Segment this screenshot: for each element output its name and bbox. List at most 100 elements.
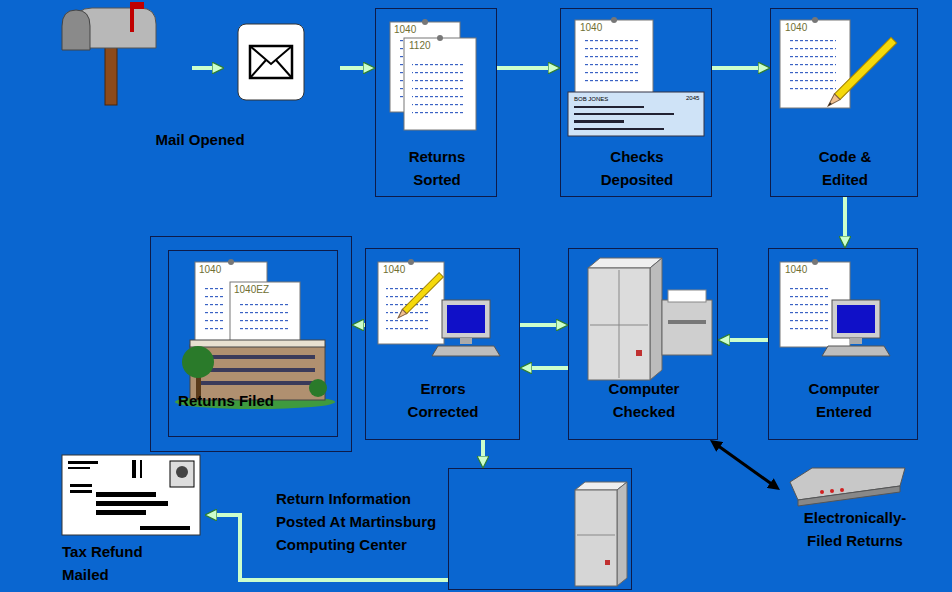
flow-arrow xyxy=(520,323,562,327)
node-label: Return Information Posted At Martinsburg… xyxy=(276,487,441,556)
form-number: 1040 xyxy=(383,264,405,276)
forms-and-building xyxy=(200,368,315,372)
form-and-terminal xyxy=(812,259,818,265)
node-label: Electronically-Filed Returns xyxy=(792,506,918,552)
mainframe-and-printer xyxy=(662,300,712,355)
flow-arrow xyxy=(712,66,764,70)
refund-envelope xyxy=(62,455,200,535)
form-and-check xyxy=(574,128,664,130)
form-and-terminal xyxy=(850,338,862,344)
form-and-pencil xyxy=(788,40,836,95)
form-pencil-terminal xyxy=(432,346,500,356)
server-cabinet xyxy=(575,482,627,586)
form-pencil-terminal xyxy=(460,338,472,344)
server-cabinet xyxy=(575,490,617,586)
form-pencil-terminal xyxy=(442,300,490,338)
node-label: Computer Checked xyxy=(599,377,689,423)
form-and-pencil xyxy=(825,37,896,108)
modem-icon xyxy=(790,468,905,506)
process-box: Returns Sorted xyxy=(375,8,497,197)
computing-center-box: Return Information Posted At Martinsburg… xyxy=(448,468,632,590)
forms-and-building xyxy=(200,381,315,385)
mailbox-icon xyxy=(105,45,117,105)
node-label: Errors Corrected xyxy=(398,377,488,423)
envelope-icon xyxy=(250,46,292,78)
refund-envelope xyxy=(96,492,156,497)
form-and-terminal xyxy=(780,259,890,356)
mailbox-icon xyxy=(62,10,90,50)
mail-step: Mail Opened xyxy=(40,0,340,160)
mainframe-and-printer xyxy=(668,320,706,324)
modem-icon xyxy=(798,486,900,506)
form-pencil-terminal xyxy=(408,259,414,265)
process-box: Errors Corrected xyxy=(365,248,520,440)
forms-and-building xyxy=(175,259,335,409)
envelope-icon xyxy=(238,24,304,100)
node-label: Computer Entered xyxy=(799,377,889,423)
mailbox-icon xyxy=(130,2,144,9)
node-label: Checks Deposited xyxy=(592,145,682,191)
form-pencil-terminal xyxy=(396,273,443,320)
refund-envelope xyxy=(96,501,168,506)
server-cabinet xyxy=(605,560,610,565)
form-pencil-terminal xyxy=(396,309,407,320)
flow-arrow xyxy=(358,323,365,327)
refund-envelope xyxy=(62,455,200,535)
mailbox-icon xyxy=(62,2,156,105)
node-label: Tax Refund Mailed xyxy=(62,540,172,586)
check-text: 2045 xyxy=(686,95,699,102)
flow-arrow xyxy=(211,515,448,580)
form-and-pencil xyxy=(780,17,897,109)
form-and-check xyxy=(574,106,644,108)
mainframe-and-printer xyxy=(619,270,620,378)
inner-frame xyxy=(168,250,338,437)
node-label: Code & Edited xyxy=(800,145,890,191)
mainframe-and-printer xyxy=(588,258,712,380)
process-box: Code & Edited xyxy=(770,8,918,197)
form-pencil-terminal xyxy=(378,262,444,344)
tax-forms xyxy=(390,19,476,130)
refund-envelope xyxy=(176,466,188,478)
form-and-check xyxy=(574,120,624,123)
flow-arrow xyxy=(481,440,485,462)
form-number: 1040 xyxy=(199,264,221,276)
form-number: 1120 xyxy=(409,40,431,52)
refund-envelope xyxy=(70,484,92,487)
flow-arrow xyxy=(192,66,218,70)
form-number: 1040 xyxy=(394,24,416,36)
form-and-check xyxy=(611,17,617,23)
refund-envelope xyxy=(140,460,142,478)
forms-and-building xyxy=(203,282,225,332)
form-and-terminal xyxy=(832,300,880,338)
form-number: 1040 xyxy=(580,22,602,34)
envelope-icon xyxy=(238,24,304,100)
form-and-pencil xyxy=(825,94,840,109)
mainframe-and-printer xyxy=(590,325,648,326)
flow-arrow xyxy=(497,66,554,70)
form-and-check xyxy=(568,17,704,136)
modem-icon xyxy=(830,489,834,493)
forms-and-building xyxy=(228,259,234,265)
tax-forms xyxy=(422,19,428,25)
form-and-terminal xyxy=(822,346,890,356)
form-and-check xyxy=(568,92,704,136)
flow-arrow xyxy=(843,197,847,242)
tax-forms xyxy=(404,38,476,130)
e-file-step: Electronically-Filed Returns xyxy=(780,462,930,557)
mainframe-and-printer xyxy=(668,290,706,302)
form-number: 1040EZ xyxy=(234,284,269,296)
flow-arrow xyxy=(340,66,369,70)
refund-envelope xyxy=(132,460,136,478)
form-pencil-terminal xyxy=(447,305,485,333)
server-cabinet xyxy=(577,535,615,536)
flow-arrow xyxy=(724,338,768,342)
modem-icon xyxy=(820,490,824,494)
form-and-pencil xyxy=(834,37,896,99)
refund-envelope xyxy=(70,490,92,493)
mainframe-and-printer xyxy=(636,350,642,356)
mainframe-and-printer xyxy=(650,258,662,380)
filing-box: Returns Filed xyxy=(150,236,352,452)
